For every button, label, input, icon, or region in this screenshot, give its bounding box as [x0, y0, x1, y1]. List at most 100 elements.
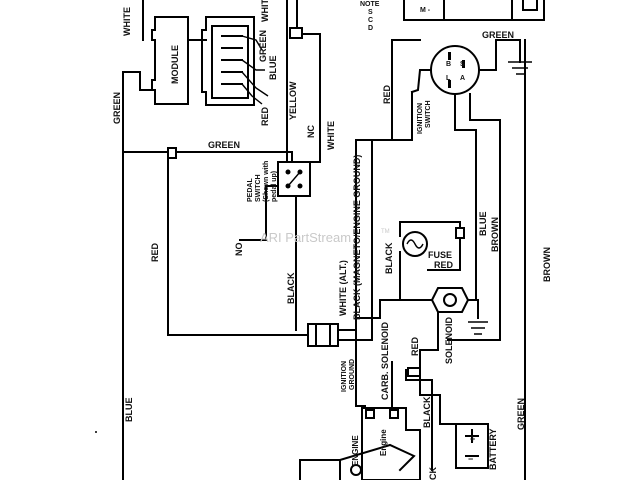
- wire-red-bat: [419, 379, 441, 396]
- wire-battery: [439, 394, 457, 425]
- connector-mid-div: [315, 323, 331, 347]
- switch-arm: [287, 171, 301, 187]
- wire-red-left: [154, 151, 309, 336]
- wire-carb: [355, 329, 366, 407]
- label-white-alt: WHITE (ALT.): [338, 260, 348, 316]
- connector-top: [289, 27, 303, 39]
- label-ck: CK: [428, 467, 438, 480]
- label-l-st: L: [446, 75, 451, 82]
- label-solenoid: SOLENOID: [444, 316, 454, 364]
- dot: [95, 431, 97, 433]
- label-note2: S: [368, 9, 373, 16]
- solenoid-terminal: [443, 293, 457, 307]
- label-red-sol: RED: [410, 336, 420, 356]
- engine-block: [361, 407, 421, 480]
- label-pedal-switch2: SWITCH: [255, 174, 262, 202]
- connector-mid: [307, 323, 339, 347]
- label-black-bat: BLACK: [422, 396, 432, 428]
- starter-terminal: [350, 464, 362, 476]
- connector-bat: [407, 367, 421, 377]
- label-fuse: FUSE: [428, 250, 452, 260]
- label-bat-plus: +: [470, 434, 475, 444]
- label-engine: ENGINE: [351, 435, 360, 466]
- small-box: [522, 0, 538, 11]
- label-green-mid: GREEN: [208, 140, 240, 150]
- wire-ign-left: [410, 69, 432, 94]
- wire-starter: [338, 443, 416, 472]
- label-a-st: A: [460, 75, 465, 82]
- ign-terminal: [448, 80, 451, 88]
- ign-terminal: [448, 52, 451, 60]
- ground-sol: [468, 321, 488, 335]
- wire-white-right: [296, 17, 321, 163]
- label-brown-right: BROWN: [490, 217, 500, 252]
- wire-black-solenoid: [355, 299, 433, 319]
- label-brown-far: BROWN: [542, 247, 552, 282]
- label-engine2: Engine: [379, 429, 388, 456]
- wire-green-top: [479, 39, 521, 71]
- wire-green-mod: [241, 35, 263, 51]
- label-note1: NOTE: [360, 1, 380, 8]
- wire-red-ign: [391, 39, 421, 141]
- label-green-left: GREEN: [112, 92, 122, 124]
- wire-no: [239, 185, 279, 241]
- label-carb-solenoid: CARB. SOLENOID: [380, 321, 390, 400]
- battery-plus: [465, 429, 479, 443]
- label-pedal-switch: PEDAL: [247, 178, 254, 202]
- label-red-left: RED: [150, 242, 160, 262]
- label-green-bottom: GREEN: [516, 398, 526, 430]
- label-green-module: GREEN: [258, 30, 268, 62]
- wire-white-alt: [337, 139, 393, 331]
- fuse-element: [406, 239, 424, 249]
- switch-contact: [285, 169, 291, 175]
- label-black-fuse: BLACK: [384, 242, 394, 274]
- connector-inner: [211, 25, 249, 99]
- wire-blue-right: [454, 93, 477, 301]
- label-ignition-switch2: SWITCH: [425, 100, 432, 128]
- wire-sol-ground: [467, 299, 479, 319]
- label-red-ign: RED: [382, 84, 392, 104]
- label-ignition-ground2: GROUND: [349, 359, 356, 390]
- ignition-switch: [430, 45, 480, 95]
- wire-green-left: [122, 71, 156, 153]
- connector: [201, 16, 255, 106]
- wire-blue-mod: [241, 59, 265, 71]
- watermark-tm: TM: [381, 229, 390, 235]
- label-b-st: B: [446, 61, 451, 68]
- label-white-right: WHITE: [326, 121, 336, 150]
- wire-red-fuse: [427, 237, 461, 271]
- label-note3: C: [368, 17, 373, 24]
- switch-contact: [297, 183, 303, 189]
- ground-top: [508, 61, 532, 75]
- top-right-box: [403, 0, 545, 21]
- wire-brown-right: [447, 93, 501, 341]
- label-blue-module: BLUE: [268, 56, 278, 81]
- wire-red-mod2: [241, 83, 263, 105]
- wire-red-sol: [419, 311, 439, 381]
- label-ignition-ground: IGNITION: [341, 361, 348, 392]
- connector-pins: [221, 35, 243, 85]
- connector-small: [167, 147, 177, 159]
- wire-fuse-top: [399, 221, 461, 229]
- wire-ign-loop: [391, 91, 413, 141]
- pedal-switch: [277, 161, 311, 197]
- label-white-top2: WHITE: [260, 0, 270, 22]
- engine-terminal: [389, 409, 399, 419]
- label-blue-left: BLUE: [124, 398, 134, 423]
- label-module: MODULE: [170, 45, 180, 84]
- connector-blue: [455, 227, 465, 239]
- label-pedal-switch3: (Shown with: [263, 161, 270, 202]
- wire-red-mod: [241, 71, 269, 97]
- module-body: [151, 16, 189, 105]
- wire-green-mid: [167, 151, 293, 163]
- label-mbox: M -: [420, 7, 431, 14]
- label-nc: NC: [306, 125, 316, 138]
- ign-terminal: [462, 60, 465, 68]
- watermark: ARI PartStream: [260, 230, 351, 245]
- label-note4: D: [368, 25, 373, 32]
- label-battery: BATTERY: [488, 429, 498, 471]
- label-white-top: WHITE: [122, 7, 132, 36]
- label-black-magneto: BLACK (MAGNETO/ENGINE GROUND): [352, 155, 362, 320]
